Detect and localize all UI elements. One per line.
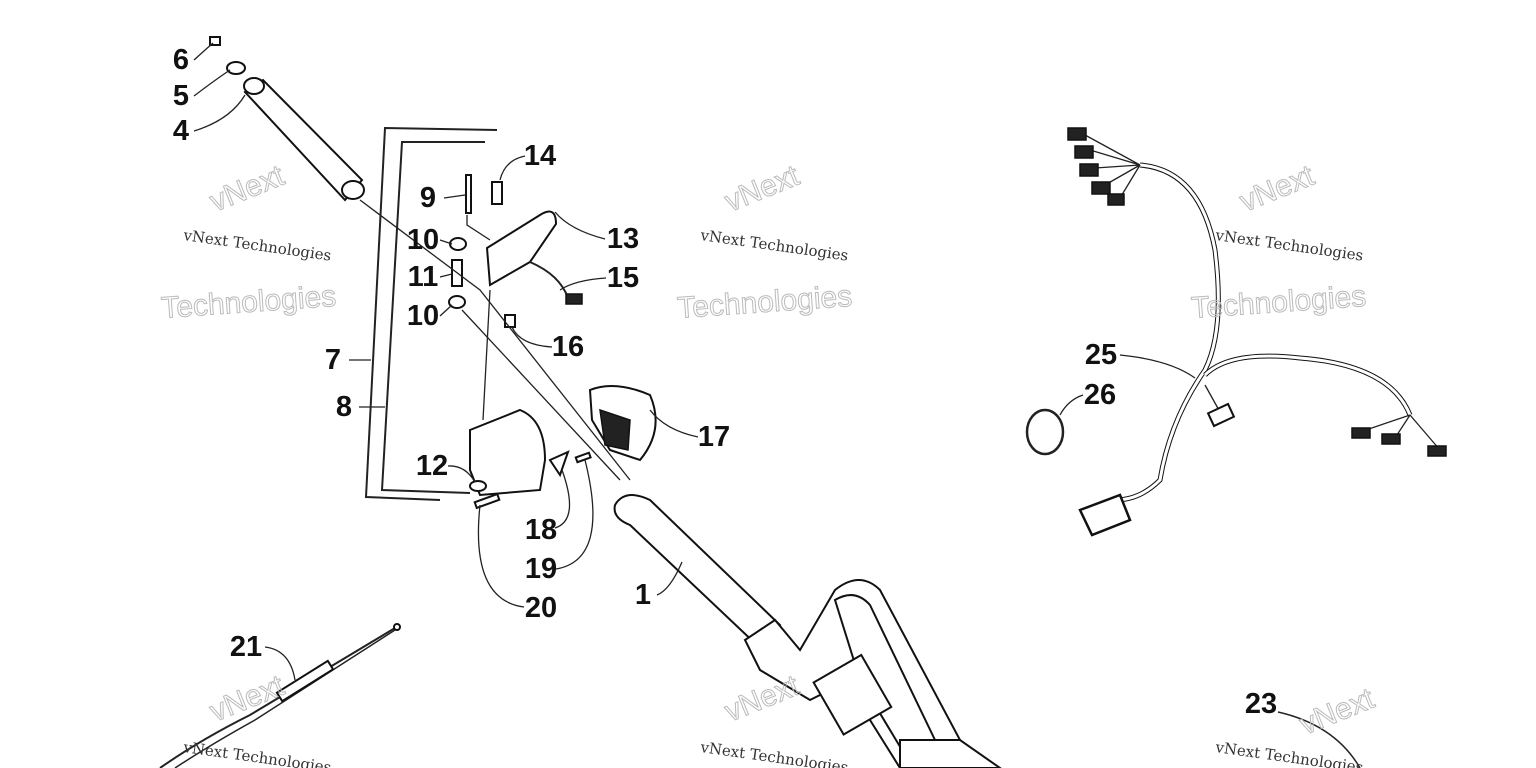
callout-12: 12 (416, 450, 448, 482)
watermark: vNext Technologies (181, 226, 332, 265)
callout-21: 21 (230, 631, 262, 663)
svg-text:vNext: vNext (205, 159, 289, 219)
svg-text:vNext: vNext (1235, 159, 1319, 219)
svg-text:vNext Technologies: vNext Technologies (181, 226, 332, 265)
watermark: vNext Technologies (698, 738, 849, 768)
svg-text:vNext Technologies: vNext Technologies (698, 738, 849, 768)
bracket-8 (380, 141, 485, 494)
svg-text:Technologies: Technologies (676, 280, 853, 325)
callout-5: 5 (173, 80, 189, 112)
callout-9: 9 (420, 182, 436, 214)
bracket-part (548, 450, 570, 478)
callout-20: 20 (525, 592, 557, 624)
hand-grip-part (243, 77, 365, 202)
callout-7: 7 (325, 344, 341, 376)
screw-part (473, 492, 501, 510)
callout-10: 10 (407, 224, 439, 256)
watermark: vNext Technologies (1213, 226, 1364, 265)
part-23 (1277, 711, 1361, 768)
handlebar-part (613, 494, 1002, 768)
callout-17: 17 (698, 421, 730, 453)
throttle-cable-part (159, 623, 401, 768)
svg-text:vNext Technologies: vNext Technologies (1213, 226, 1364, 265)
callout-16: 16 (552, 331, 584, 363)
callout-11: 11 (408, 261, 439, 293)
callout-19: 19 (525, 553, 557, 585)
ring-part (1025, 408, 1065, 456)
callout-1: 1 (635, 579, 651, 611)
callout-23: 23 (1245, 688, 1277, 720)
watermark: vNext Technologies (181, 738, 332, 768)
callout-8: 8 (336, 391, 352, 423)
watermark: vNext Technologies (698, 226, 849, 265)
bushing-part (449, 237, 467, 251)
callout-14: 14 (524, 140, 556, 172)
svg-text:vNext Technologies: vNext Technologies (1213, 738, 1364, 768)
svg-text:Technologies: Technologies (160, 280, 337, 325)
clip-part (504, 314, 516, 328)
callout-13: 13 (607, 223, 639, 255)
throttle-lever-part (485, 210, 558, 287)
callout-10b: 10 (407, 300, 439, 332)
svg-text:vNext: vNext (1295, 682, 1379, 742)
svg-text:vNext: vNext (720, 159, 804, 219)
throttle-housing-part (469, 408, 547, 497)
callout-6: 6 (173, 44, 189, 76)
svg-text:vNext: vNext (205, 669, 289, 729)
callout-4: 4 (173, 115, 189, 147)
watermark: vNext Technologies (1213, 738, 1364, 768)
svg-text:vNext Technologies: vNext Technologies (181, 738, 332, 768)
bushing-part (448, 295, 466, 309)
pin-part (465, 174, 472, 214)
washer-part (226, 61, 246, 75)
bracket-7 (364, 126, 498, 501)
callout-15: 15 (607, 262, 639, 294)
callout-26: 26 (1084, 379, 1116, 411)
wiring-harness-part (1067, 127, 1447, 537)
svg-text:vNext Technologies: vNext Technologies (698, 226, 849, 265)
callout-18: 18 (525, 514, 557, 546)
leader-lines (193, 42, 1196, 681)
svg-text:vNext: vNext (720, 669, 804, 729)
screw-part (209, 36, 221, 46)
callout-25: 25 (1085, 339, 1117, 371)
label-part (491, 181, 503, 205)
connector-part (565, 293, 583, 305)
screw-part (574, 451, 592, 464)
